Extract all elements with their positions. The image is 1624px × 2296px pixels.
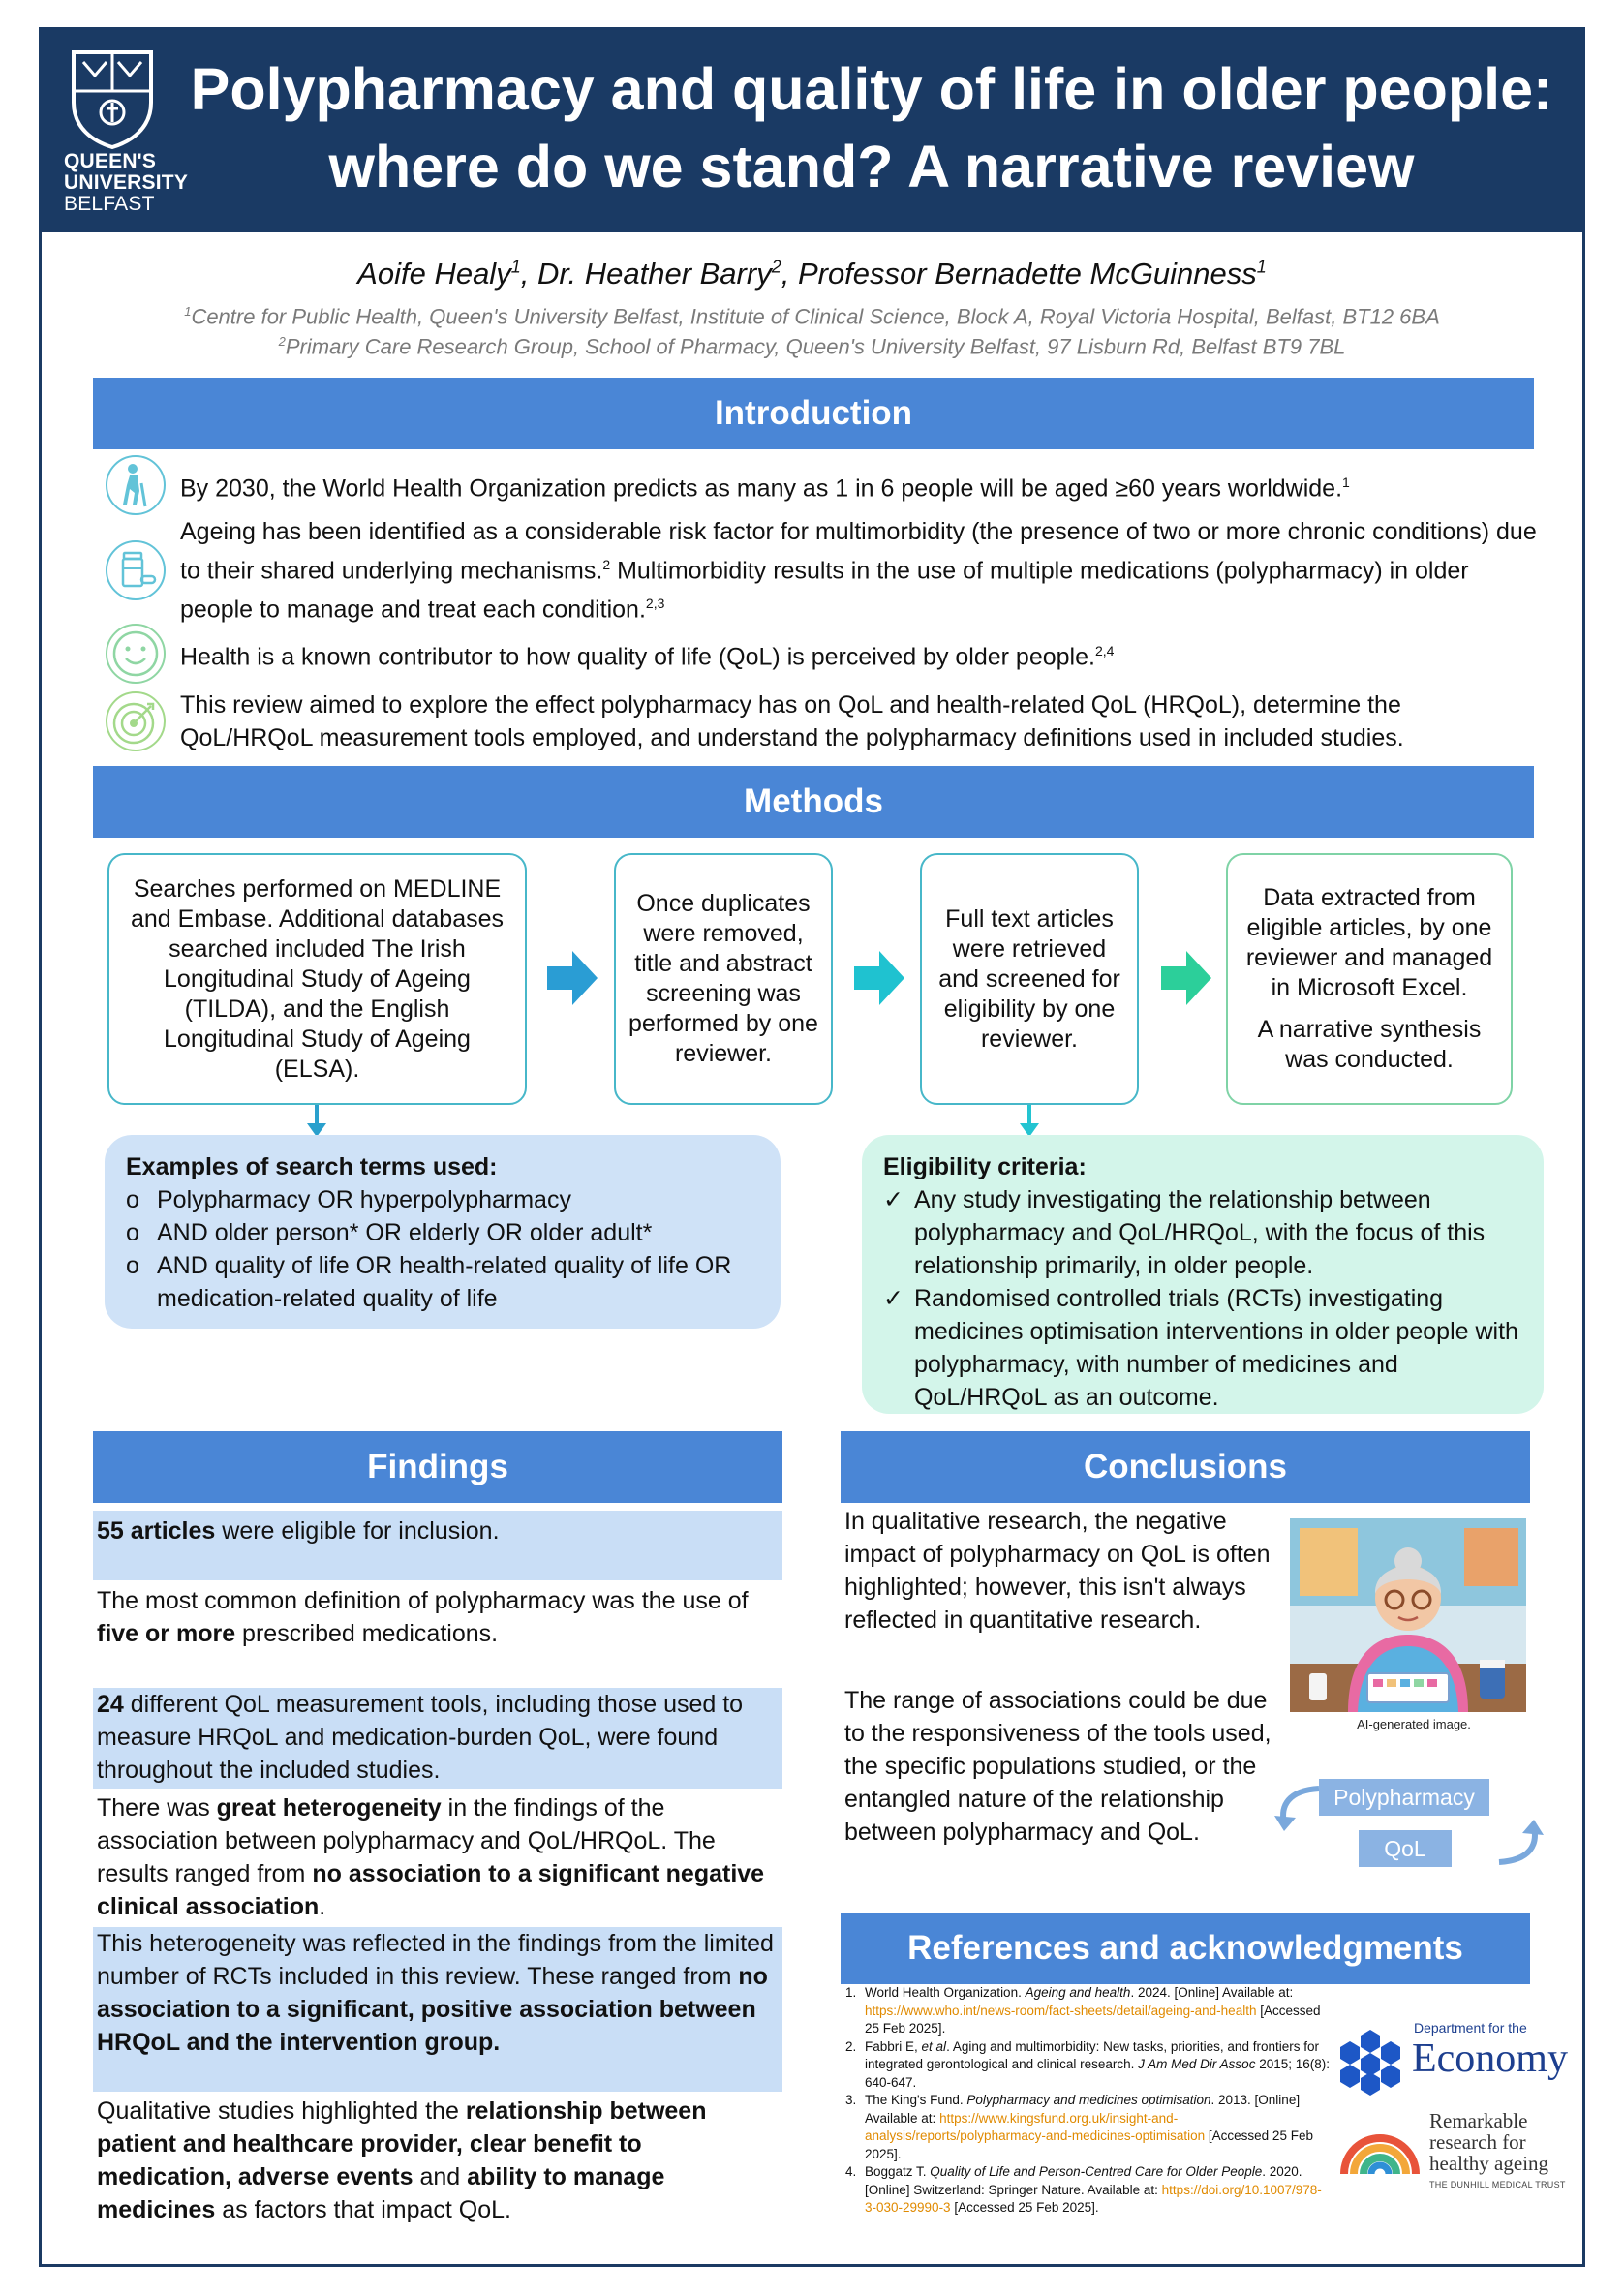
- search-terms-heading: Examples of search terms used:: [126, 1153, 498, 1180]
- finding-qualitative: Qualitative studies highlighted the rela…: [97, 2097, 707, 2223]
- method-step-extraction: Data extracted from eligible articles, b…: [1226, 853, 1513, 1105]
- image-caption: AI-generated image.: [1357, 1717, 1471, 1731]
- method-step-fulltext: Full text articles were retrieved and sc…: [920, 853, 1139, 1105]
- finding-rcts: This heterogeneity was reflected in the …: [93, 1927, 782, 2092]
- cycle-label-polypharmacy: Polypharmacy: [1319, 1779, 1489, 1816]
- arrow-right-icon: [1161, 951, 1211, 1005]
- intro-item-ageing: By 2030, the World Health Organization p…: [105, 451, 1538, 519]
- intro-item-multimorbidity: Ageing has been identified as a consider…: [105, 517, 1538, 624]
- arrow-right-icon: [547, 951, 598, 1005]
- smiley-face-icon: [106, 624, 166, 684]
- eligibility-panel: Eligibility criteria: ✓Any study investi…: [862, 1135, 1544, 1414]
- university-crest-icon: [72, 50, 153, 149]
- eligibility-item: ✓Any study investigating the relationshi…: [883, 1186, 1486, 1279]
- poster-header: QUEEN'S UNIVERSITY BELFAST Polypharmacy …: [39, 27, 1585, 232]
- hexagon-cluster-icon: [1340, 2030, 1400, 2096]
- finding-heterogeneity: There was great heterogeneity in the fin…: [97, 1794, 765, 1920]
- conclusion-paragraph-2: The range of associations could be due t…: [844, 1687, 1272, 1846]
- eligibility-item: ✓Randomised controlled trials (RCTs) inv…: [883, 1285, 1518, 1411]
- reference-item: 4. Boggatz T. Quality of Life and Person…: [845, 2164, 1322, 2216]
- pill-bottle-icon: [106, 540, 166, 600]
- author-list: Aoife Healy1, Dr. Heather Barry2, Profes…: [357, 257, 1267, 291]
- affiliation-1: 1Centre for Public Health, Queen's Unive…: [184, 304, 1440, 329]
- eligibility-heading: Eligibility criteria:: [883, 1153, 1087, 1180]
- affiliation-2: 2Primary Care Research Group, School of …: [278, 334, 1346, 359]
- conclusion-paragraph-1: In qualitative research, the negative im…: [844, 1508, 1271, 1634]
- intro-item-aim: This review aimed to explore the effect …: [105, 684, 1538, 759]
- university-wordmark: QUEEN'S UNIVERSITY BELFAST: [64, 150, 189, 215]
- reference-list: 1. World Health Organization. Ageing and…: [845, 1984, 1330, 2218]
- elderly-woman-illustration: [1290, 1518, 1526, 1712]
- methods-heading: Methods: [93, 766, 1534, 838]
- finding-articles: 55 articles were eligible for inclusion.: [93, 1511, 782, 1580]
- cycle-label-qol: QoL: [1359, 1830, 1452, 1867]
- department-economy-logo: Department for the Economy: [1336, 2020, 1568, 2097]
- arrow-down-icon: [307, 1123, 326, 1137]
- intro-item-health: Health is a known contributor to how qua…: [105, 621, 1538, 687]
- reference-item: 1. World Health Organization. Ageing and…: [845, 1985, 1321, 2036]
- arrow-down-icon: [1020, 1123, 1039, 1137]
- finding-definition: The most common definition of polypharma…: [97, 1587, 749, 1647]
- method-step-screening: Once duplicates were removed, title and …: [614, 853, 833, 1105]
- findings-heading: Findings: [93, 1431, 782, 1503]
- introduction-heading: Introduction: [93, 378, 1534, 449]
- reference-link[interactable]: https://www.kingsfund.org.uk/insight-and…: [865, 2110, 1206, 2144]
- poster-title: Polypharmacy and quality of life in olde…: [190, 56, 1553, 199]
- target-icon: [106, 691, 166, 751]
- rainbow-arch-icon: [1340, 2134, 1420, 2175]
- connector-line: [1027, 1105, 1031, 1128]
- dunhill-medical-trust-logo: Remarkable research for healthy ageing T…: [1336, 2106, 1578, 2213]
- reference-item: 2. Fabbri E, et al. Aging and multimorbi…: [845, 2038, 1331, 2090]
- finding-tools: 24 different QoL measurement tools, incl…: [93, 1688, 782, 1789]
- elderly-person-icon: [106, 455, 166, 515]
- conclusions-heading: Conclusions: [841, 1431, 1530, 1503]
- references-heading: References and acknowledgments: [841, 1913, 1530, 1984]
- reference-item: 3. The King's Fund. Polypharmacy and med…: [845, 2093, 1313, 2161]
- method-step-search: Searches performed on MEDLINE and Embase…: [107, 853, 527, 1105]
- reference-link[interactable]: https://doi.org/10.1007/978-3-030-29990-…: [865, 2182, 1322, 2216]
- reference-link[interactable]: https://www.who.int/news-room/fact-sheet…: [865, 2003, 1257, 2018]
- connector-line: [315, 1105, 319, 1128]
- cycle-arrows-icon: [1274, 1786, 1544, 1865]
- arrow-right-icon: [854, 951, 904, 1005]
